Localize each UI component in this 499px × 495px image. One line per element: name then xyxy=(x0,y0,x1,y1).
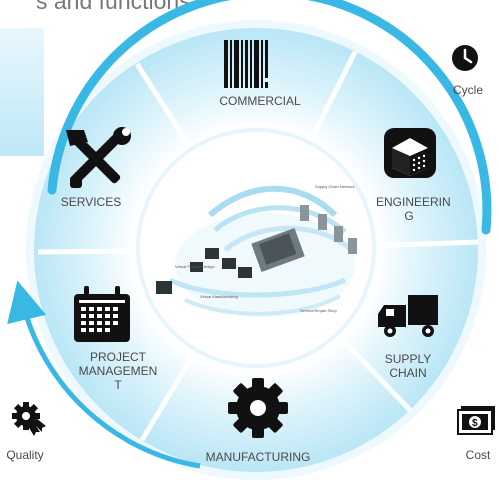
gear-icon xyxy=(228,378,288,438)
cube-icon xyxy=(384,128,436,178)
manufacturing-label: MANUFACTURING xyxy=(205,450,311,464)
supply-chain-label-line2: CHAIN xyxy=(389,366,427,380)
tools-icon xyxy=(66,127,131,188)
project-management-label-line1: PROJECT xyxy=(89,350,146,364)
segment-label-commercial: COMMERCIAL xyxy=(200,94,320,108)
segment-label-services: SERVICES xyxy=(46,195,136,209)
center-label-virtual-design: Virtual Product Design xyxy=(175,264,215,269)
cycle-label: Cycle xyxy=(452,83,483,97)
segment-label-supply-chain: SUPPLY CHAIN xyxy=(368,352,448,380)
quality-label: Quality xyxy=(6,448,44,462)
center-label-supply-network: Supply Chain Network xyxy=(315,184,355,189)
supply-chain-label-line1: SUPPLY xyxy=(384,352,432,366)
segment-label-manufacturing: MANUFACTURING xyxy=(196,450,320,464)
commercial-label: COMMERCIAL xyxy=(219,94,301,108)
award-gear-icon xyxy=(12,402,46,436)
cycle-arc-top xyxy=(47,0,492,235)
project-management-label-line3: T xyxy=(114,378,122,392)
segment-label-project-management: PROJECT MANAGEMEN T xyxy=(74,350,162,392)
center-label-service-shop: Service/Repair Shop xyxy=(300,308,337,313)
page-heading: s and functions xyxy=(36,0,191,14)
center-label-virtual-manufacturing: Virtual Manufacturing xyxy=(200,294,238,299)
engineering-label-line2: G xyxy=(404,209,414,223)
cost-label: Cost xyxy=(465,448,491,462)
segment-label-engineering: ENGINEERIN G xyxy=(376,195,451,223)
truck-icon xyxy=(378,295,438,337)
cycle-arc-left xyxy=(7,280,201,469)
money-icon: $ xyxy=(457,406,495,435)
barcode-icon xyxy=(224,40,268,88)
project-management-label-line2: MANAGEMEN xyxy=(78,364,158,378)
services-label: SERVICES xyxy=(60,195,122,209)
center-network-illustration: Supply Chain Network Virtual Product Des… xyxy=(156,184,357,317)
calendar-icon xyxy=(74,286,130,342)
engineering-label-line1: ENGINEERIN xyxy=(376,195,451,209)
clock-icon xyxy=(452,45,478,71)
side-panel xyxy=(0,28,44,156)
svg-text:$: $ xyxy=(472,418,478,429)
